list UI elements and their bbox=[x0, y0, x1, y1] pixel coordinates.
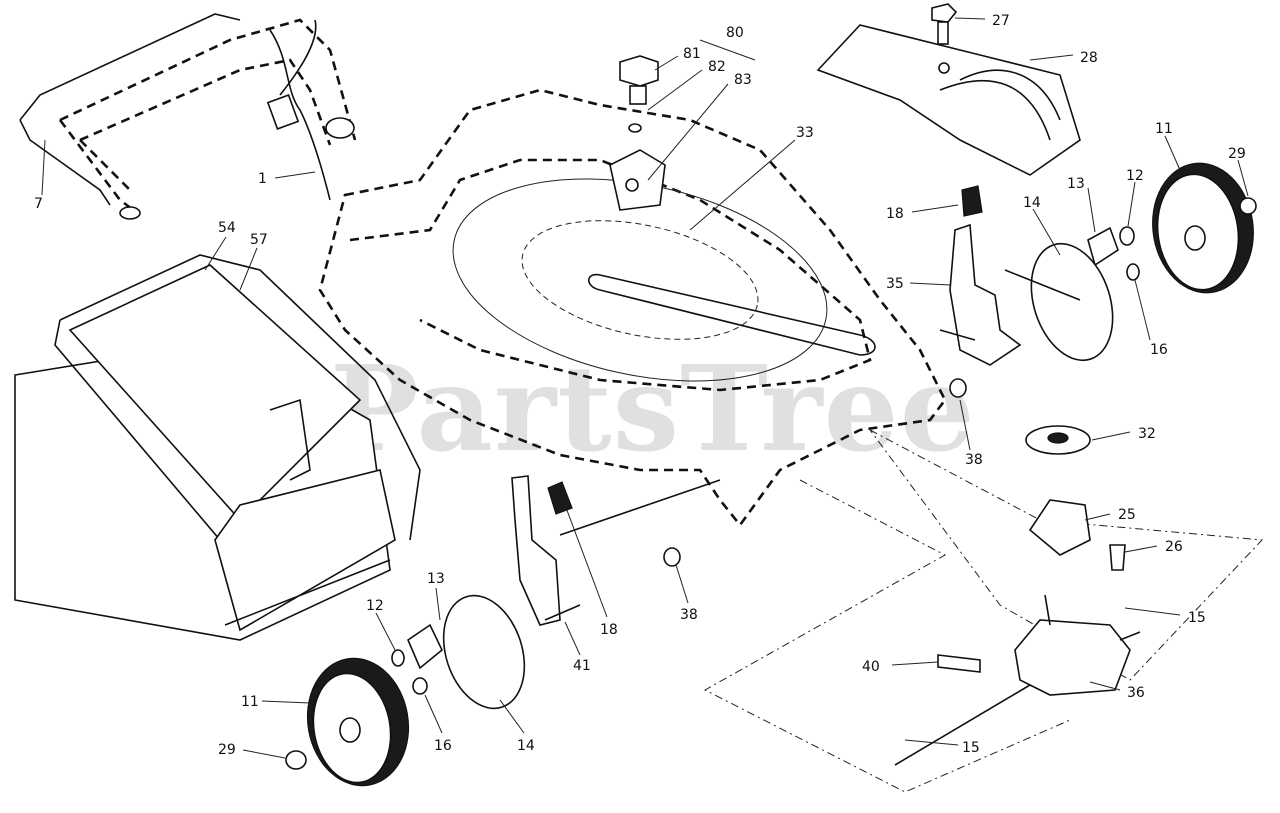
grass-bag bbox=[14, 254, 421, 641]
front-left-wheel bbox=[285, 594, 526, 787]
label-13-right: 13 bbox=[1067, 176, 1085, 192]
right-height-adjuster bbox=[939, 185, 1022, 398]
mower-deck bbox=[318, 88, 947, 528]
handle-assembly bbox=[19, 13, 357, 220]
label-54: 54 bbox=[218, 220, 236, 236]
label-57: 57 bbox=[250, 232, 268, 248]
label-29-left: 29 bbox=[218, 742, 236, 758]
label-11-right: 11 bbox=[1155, 121, 1173, 137]
label-38-right: 38 bbox=[965, 452, 983, 468]
rear-right-wheel bbox=[1004, 162, 1257, 362]
label-25: 25 bbox=[1118, 507, 1136, 523]
label-29-right: 29 bbox=[1228, 146, 1246, 162]
label-41: 41 bbox=[573, 658, 591, 674]
label-14-right: 14 bbox=[1023, 195, 1041, 211]
label-38-left: 38 bbox=[680, 607, 698, 623]
label-26: 26 bbox=[1165, 539, 1183, 555]
label-36: 36 bbox=[1127, 685, 1145, 701]
label-14-left: 14 bbox=[517, 738, 535, 754]
watermark-text: PartsTree bbox=[330, 339, 976, 478]
label-11-left: 11 bbox=[241, 694, 259, 710]
part-labels: 1 7 54 57 80 81 82 83 33 27 28 11 29 13 … bbox=[34, 13, 1246, 758]
blade-bolt-assembly bbox=[619, 55, 659, 133]
label-15-right: 15 bbox=[1188, 610, 1206, 626]
label-28: 28 bbox=[1080, 50, 1098, 66]
label-18-right: 18 bbox=[886, 206, 904, 222]
label-18-left: 18 bbox=[600, 622, 618, 638]
label-16-left: 16 bbox=[434, 738, 452, 754]
label-35: 35 bbox=[886, 276, 904, 292]
label-83: 83 bbox=[734, 72, 752, 88]
drive-transmission bbox=[894, 425, 1141, 766]
leader-lines bbox=[41, 17, 1249, 759]
discharge-chute bbox=[816, 3, 1081, 176]
label-80: 80 bbox=[726, 25, 744, 41]
label-16-right: 16 bbox=[1150, 342, 1168, 358]
label-12-right: 12 bbox=[1126, 168, 1144, 184]
label-15-bottom: 15 bbox=[962, 740, 980, 756]
drive-guide-lines bbox=[703, 429, 1264, 793]
label-81: 81 bbox=[683, 46, 701, 62]
label-33: 33 bbox=[796, 125, 814, 141]
label-82: 82 bbox=[708, 59, 726, 75]
label-13-left: 13 bbox=[427, 571, 445, 587]
left-height-adjuster bbox=[511, 475, 721, 626]
label-32: 32 bbox=[1138, 426, 1156, 442]
label-27: 27 bbox=[992, 13, 1010, 29]
label-40: 40 bbox=[862, 659, 880, 675]
label-7: 7 bbox=[34, 196, 43, 212]
label-12-left: 12 bbox=[366, 598, 384, 614]
label-1: 1 bbox=[258, 171, 267, 187]
